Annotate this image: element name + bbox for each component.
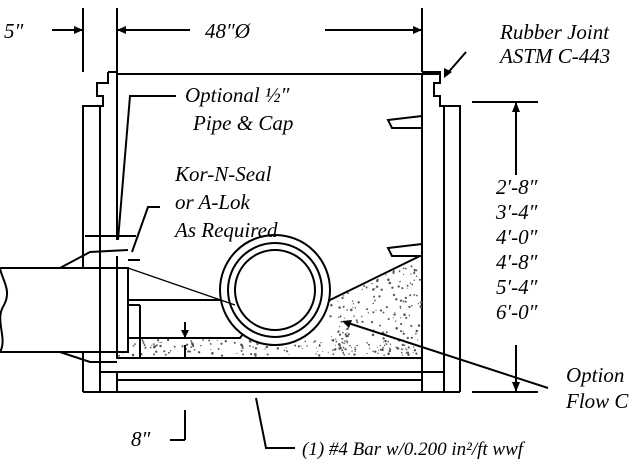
optional-pipe-label-1: Optional ½″	[185, 83, 290, 107]
height-option-5: 5′-4″	[496, 275, 538, 299]
kor-n-seal-label-2: or A-Lok	[175, 190, 251, 214]
kor-n-seal-label-3: As Required	[173, 218, 278, 242]
manhole-step-upper	[386, 114, 423, 129]
height-option-2: 3′-4″	[495, 200, 538, 224]
kor-n-seal-leader	[131, 206, 160, 253]
height-option-3: 4′-0″	[496, 225, 538, 249]
top-dimension-lines	[52, 8, 423, 72]
inlet-pipe	[0, 249, 240, 363]
base-thickness-dimension	[170, 397, 295, 449]
optional-pipe-label-2: Pipe & Cap	[192, 111, 293, 135]
optional-flow-label-2: Flow C	[565, 389, 629, 413]
invert-drop-arrow	[181, 322, 189, 358]
manhole-step-lower	[386, 242, 423, 257]
height-option-6: 6′-0″	[496, 300, 538, 324]
flow-channel-leader	[342, 320, 549, 389]
optional-pipe-leader	[85, 95, 176, 252]
rubber-joint-leader	[444, 51, 467, 78]
concrete-speckle-pattern	[117, 265, 423, 357]
base-height-dimension	[472, 101, 538, 393]
wall-thickness-dimension: 5″	[4, 19, 24, 43]
height-option-1: 2′-8″	[496, 175, 538, 199]
height-option-4: 4′-8″	[496, 250, 538, 274]
rubber-joint-label-1: Rubber Joint	[499, 20, 610, 44]
diameter-dimension: 48″Ø	[205, 19, 251, 43]
kor-n-seal-label-1: Kor-N-Seal	[174, 162, 272, 186]
outlet-pipe	[127, 234, 331, 346]
base-thickness-label: 8″	[131, 427, 151, 451]
rebar-note: (1) #4 Bar w/0.200 in²/ft wwf	[302, 439, 526, 460]
rubber-joint-label-2: ASTM C-443	[498, 44, 610, 68]
optional-flow-label-1: Option	[566, 363, 624, 387]
